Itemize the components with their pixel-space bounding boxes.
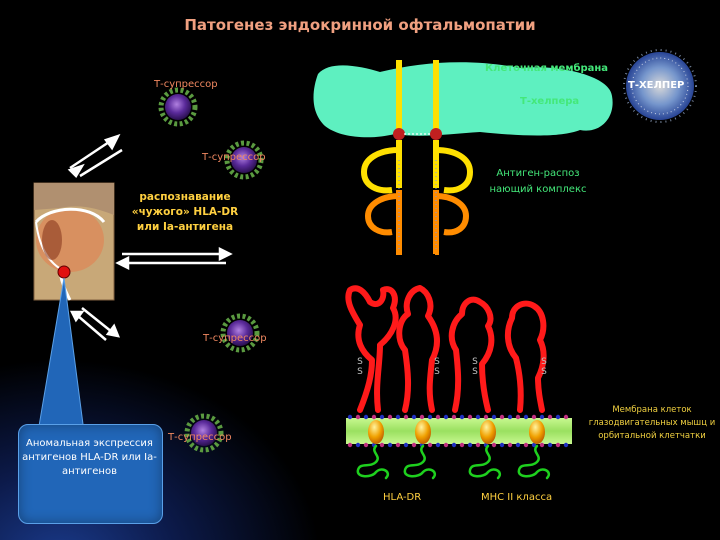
cell-membrane-label: Клеточная мембрана [485, 63, 608, 74]
double-arrow-icon [70, 136, 122, 176]
muscle-membrane-text: Мембрана клеток глазодвигательных мышц и… [582, 404, 720, 443]
callout-pointer [38, 278, 84, 432]
callout-text: Аномальная экспрессия антигенов HLA-DR и… [18, 437, 161, 479]
t-helper-sub-label: Т-хелпера [520, 96, 579, 107]
antigen-complex-label: Антиген-распоз нающий комплекс [478, 166, 598, 198]
double-arrow-icon [118, 249, 230, 268]
disulfide-marker: S S [433, 357, 441, 377]
disulfide-marker: S S [471, 357, 479, 377]
hla-dr-label: HLA-DR [383, 492, 421, 503]
t-cell-spiky-icon [161, 90, 195, 124]
recognition-text: распознавание «чужого» HLA-DR или Iа-ант… [120, 190, 250, 235]
disulfide-marker: S S [540, 357, 548, 377]
t-suppressor-label-1: Т-супрессор [154, 79, 218, 90]
eye-orbit-section-icon [34, 183, 114, 300]
t-suppressor-label-3: Т-супрессор [203, 333, 267, 344]
disulfide-marker: S S [356, 357, 364, 377]
t-suppressor-label-4: Т-супрессор [168, 432, 232, 443]
t-suppressor-label-2: Т-супрессор [202, 152, 266, 163]
t-helper-label: Т-ХЕЛПЕР [628, 80, 684, 91]
mhc-label: MHC II класса [481, 492, 552, 503]
double-arrow-icon [72, 308, 118, 340]
